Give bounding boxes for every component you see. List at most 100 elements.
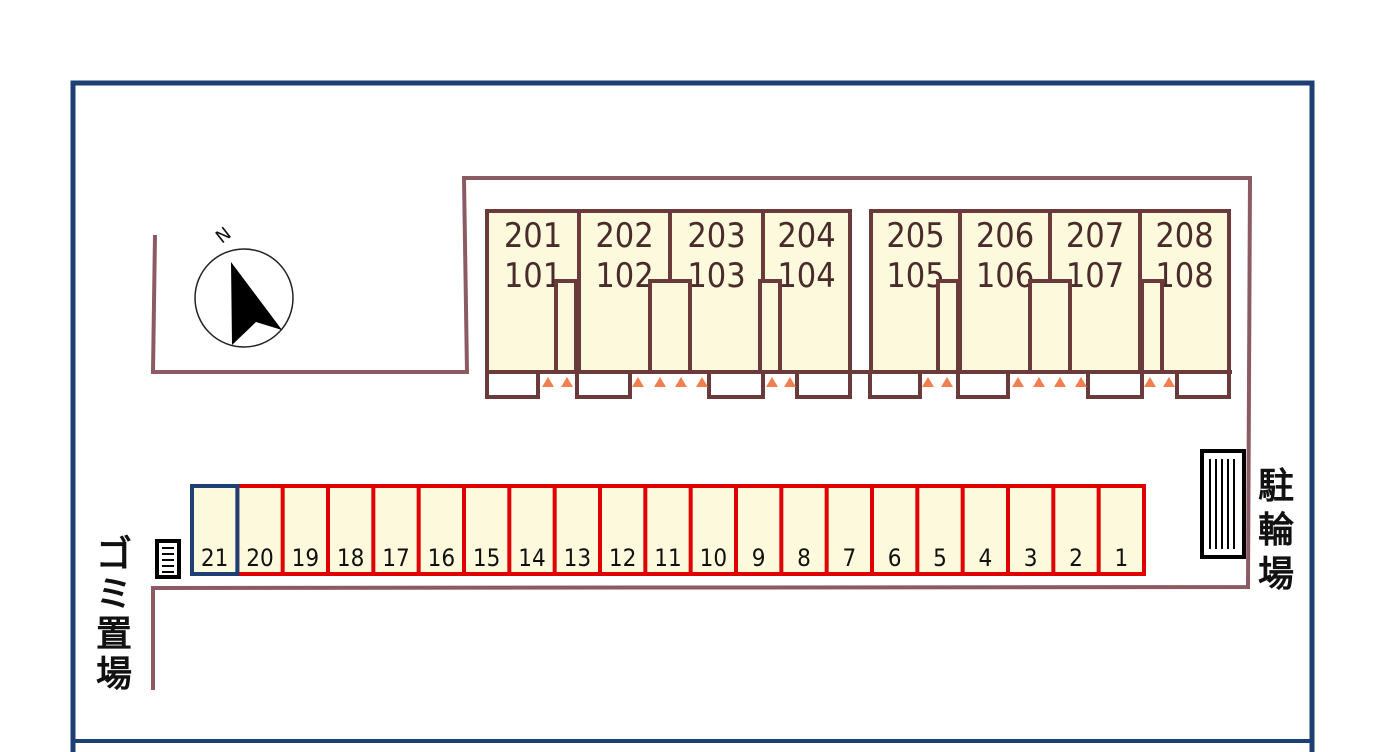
label-char: 駐	[1258, 466, 1294, 507]
unit-number-lower: 106	[976, 256, 1034, 296]
porch	[575, 370, 632, 399]
stairwell	[554, 279, 578, 374]
unit-number-upper: 206	[976, 216, 1034, 256]
entrance-step-marker	[784, 377, 796, 387]
parking-space-number: 5	[933, 544, 947, 572]
parking-space-number: 9	[752, 544, 766, 572]
parking-space-number: 19	[292, 544, 319, 572]
parking-space-7: 7	[824, 486, 856, 574]
parking-space-10: 10	[688, 486, 727, 574]
parking-space-18: 18	[326, 486, 364, 574]
entrance-step-marker	[1075, 377, 1087, 387]
bicycle-rack-icon	[1200, 449, 1246, 559]
porch	[707, 370, 765, 399]
entrance-step-marker	[632, 377, 644, 387]
entrance-step-marker	[1033, 377, 1045, 387]
parking-space-1: 1	[1096, 486, 1128, 574]
entrance-markers	[542, 377, 1175, 387]
parking-space-19: 19	[280, 486, 319, 574]
parking-space-number: 6	[888, 544, 902, 572]
parking-space-number: 7	[842, 544, 856, 572]
parking-space-number: 16	[428, 544, 455, 572]
north-label: N	[212, 223, 236, 248]
entrance-step-marker	[766, 377, 778, 387]
unit-number-upper: 201	[504, 216, 562, 256]
parking-space-14: 14	[507, 486, 546, 574]
label-char: 場	[1258, 554, 1294, 595]
parking-space-9: 9	[734, 486, 766, 574]
porch	[795, 370, 852, 399]
unit-number-upper: 203	[687, 216, 745, 256]
label-char: 場	[96, 654, 132, 695]
parking-space-number: 8	[797, 544, 811, 572]
porch	[1086, 370, 1144, 399]
unit-number-upper: 205	[886, 216, 944, 256]
parking-space-number: 20	[246, 544, 273, 572]
parking-space-15: 15	[462, 486, 500, 574]
parking-space-4: 4	[960, 486, 992, 574]
parking-space-number: 4	[978, 544, 992, 572]
boundary-wall-left	[150, 176, 1253, 690]
parking-space-5: 5	[915, 486, 947, 574]
bicycle-parking-label: 駐輪場	[1258, 466, 1294, 595]
unit-number-lower: 101	[504, 256, 562, 296]
parking-space-21: 21	[190, 484, 240, 576]
parking-space-number: 2	[1069, 544, 1083, 572]
parking-space-20: 20	[246, 544, 273, 572]
entrance-step-marker	[696, 377, 708, 387]
unit-number-upper: 204	[777, 216, 835, 256]
porch	[956, 370, 1010, 399]
stairwell	[936, 279, 960, 374]
garbage-box-icon	[155, 539, 181, 579]
porch	[868, 370, 922, 399]
entrance-step-marker	[675, 377, 687, 387]
entrance-step-marker	[941, 377, 953, 387]
stairwell	[1028, 279, 1072, 374]
parking-space-number: 15	[473, 544, 500, 572]
parking-space-number: 12	[609, 544, 636, 572]
stairwell	[648, 279, 692, 374]
entrance-step-marker	[1054, 377, 1066, 387]
unit-number-lower: 104	[777, 256, 835, 296]
parking-space-8: 8	[779, 486, 811, 574]
label-char: 輪	[1258, 509, 1294, 551]
entrance-step-marker	[1163, 377, 1175, 387]
parking-space-number: 18	[337, 544, 364, 572]
parking-space-number: 10	[700, 544, 727, 572]
label-char: ミ	[96, 574, 132, 615]
parking-space-outline	[190, 484, 240, 576]
porch	[1175, 370, 1231, 399]
parking-space-17: 17	[371, 486, 410, 574]
parking-space-12: 12	[598, 486, 636, 574]
entrance-step-marker	[542, 377, 554, 387]
parking-space-3: 3	[1006, 486, 1038, 574]
north-arrow-icon: N	[194, 223, 294, 348]
label-char: 置	[96, 614, 132, 655]
parking-space-number: 3	[1024, 544, 1038, 572]
parking-space-13: 13	[552, 486, 591, 574]
parking-space-16: 16	[416, 486, 455, 574]
unit-number-lower: 102	[595, 256, 653, 296]
unit-number-lower: 103	[687, 256, 745, 296]
unit-number-lower: 105	[886, 256, 944, 296]
entrance-step-marker	[922, 377, 934, 387]
unit-number-upper: 207	[1066, 216, 1124, 256]
parking-space-2: 2	[1051, 486, 1083, 574]
parking-space-number: 14	[518, 544, 545, 572]
parking-space-6: 6	[870, 486, 902, 574]
entrance-step-marker	[654, 377, 666, 387]
parking-space-number: 1	[1114, 544, 1128, 572]
label-char: ゴ	[96, 533, 132, 575]
entrance-step-marker	[1144, 377, 1156, 387]
unit-number-upper: 202	[595, 216, 653, 256]
porch	[485, 370, 540, 399]
unit-number-upper: 208	[1155, 216, 1213, 256]
parking-space-11: 11	[643, 486, 682, 574]
entrance-step-marker	[561, 377, 573, 387]
